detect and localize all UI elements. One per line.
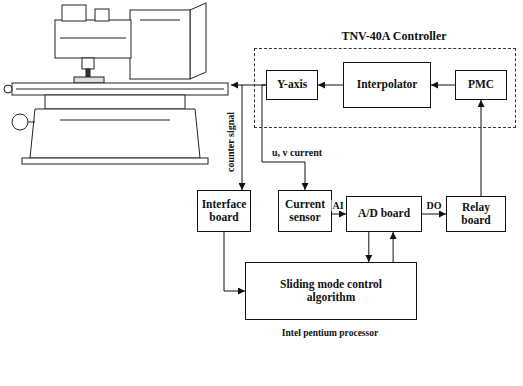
box-label: Relay board: [450, 201, 502, 227]
process-box: PMC: [455, 70, 507, 100]
signal-arrow: [422, 214, 446, 215]
signal-arrow: [262, 85, 305, 190]
process-box: Interface board: [197, 190, 251, 232]
machine-base: [30, 109, 200, 158]
box-label: PMC: [468, 78, 494, 91]
column: [130, 10, 190, 79]
process-box: Sliding mode control algorithm: [245, 262, 417, 320]
axis-motor: [95, 9, 109, 21]
handwheel-shaft: [28, 122, 35, 123]
pin-name: AI: [331, 200, 344, 211]
knee-handwheel: [12, 114, 28, 130]
pin-name: DO: [426, 200, 443, 211]
box-label: A/D board: [358, 207, 410, 220]
column-detail: [140, 20, 180, 21]
signal-name: counter signal: [220, 111, 238, 173]
spindle-head: [55, 20, 131, 58]
box-label: Current sensor: [282, 198, 328, 224]
column-side: [190, 3, 206, 79]
process-box: Interpolator: [343, 62, 431, 108]
process-box: Y-axis: [266, 70, 318, 100]
signal-name: u, v current: [271, 147, 323, 158]
base-plate: [22, 158, 208, 164]
signal-arrow: [368, 232, 369, 262]
machine-table: [12, 83, 228, 95]
head-detail: [60, 38, 126, 39]
processor-label: Intel pentium processor: [281, 322, 379, 340]
machine-drawing: [4, 3, 228, 164]
base-detail: [60, 120, 170, 121]
signal-arrow: [393, 232, 394, 262]
process-box: Current sensor: [278, 190, 332, 232]
signal-arrow: [332, 214, 346, 215]
table-handwheel: [4, 85, 12, 93]
drive-wire: [231, 85, 242, 86]
spindle-motor: [62, 5, 86, 21]
group-heading: TNV-40A Controller: [255, 30, 515, 44]
signal-arrow: [318, 85, 343, 86]
signal-name: u, v current: [271, 142, 323, 160]
pin-name: DO: [426, 195, 443, 213]
saddle: [45, 95, 185, 109]
cutting-tool: [86, 69, 90, 77]
signal-arrow: [224, 232, 245, 291]
spindle-quill: [82, 58, 94, 69]
process-box: Relay board: [446, 196, 506, 232]
box-label: Interpolator: [357, 78, 418, 91]
signal-arrow: [481, 100, 482, 196]
controller-group: TNV-40A ControllerY-axisInterpolatorPMC: [254, 48, 516, 128]
box-label: Y-axis: [277, 78, 307, 91]
box-label: Interface board: [201, 198, 247, 224]
pin-name: AI: [331, 195, 344, 213]
workpiece: [74, 77, 104, 83]
processor-label: Intel pentium processor: [281, 328, 379, 338]
signal-arrow: [431, 85, 455, 86]
t-slot: [16, 89, 224, 90]
signal-name: counter signal: [225, 111, 236, 173]
box-label: Sliding mode control algorithm: [279, 278, 383, 304]
process-box: A/D board: [346, 196, 422, 232]
